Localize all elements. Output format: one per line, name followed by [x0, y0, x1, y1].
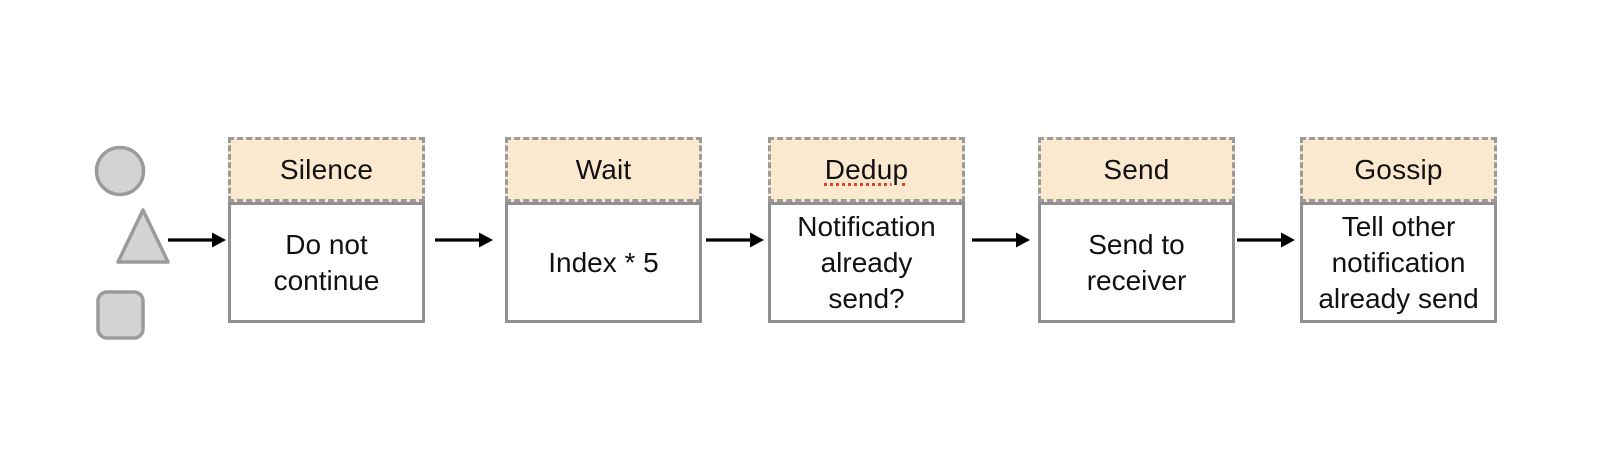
stage-title: Silence — [279, 153, 374, 185]
shape-legend — [94, 145, 170, 340]
stage-header: Dedup — [768, 137, 965, 202]
stage-description: Send to receiver — [1086, 228, 1187, 296]
stage-body: Do not continue — [228, 202, 425, 323]
stage-description: Do not continue — [273, 228, 380, 296]
stage-description: Index * 5 — [548, 246, 659, 278]
stage-title: Dedup — [824, 153, 909, 185]
stage-body: Tell other notification already send — [1300, 202, 1497, 323]
triangle-shape-icon — [116, 208, 170, 264]
stage-header: Wait — [505, 137, 702, 202]
circle-shape-icon — [94, 145, 146, 197]
stage-body: Notification already send? — [768, 202, 965, 323]
flow-arrow-icon — [972, 232, 1030, 248]
stage-body: Send to receiver — [1038, 202, 1235, 323]
stage-send: Send Send to receiver — [1038, 137, 1235, 323]
stage-body: Index * 5 — [505, 202, 702, 323]
stage-description: Notification already send? — [797, 210, 936, 314]
rounded-square-shape-icon — [96, 290, 145, 340]
stage-gossip: Gossip Tell other notification already s… — [1300, 137, 1497, 323]
stage-header: Send — [1038, 137, 1235, 202]
stage-wait: Wait Index * 5 — [505, 137, 702, 323]
stage-dedup: Dedup Notification already send? — [768, 137, 965, 323]
flow-arrow-icon — [168, 232, 226, 248]
stage-header: Gossip — [1300, 137, 1497, 202]
stage-silence: Silence Do not continue — [228, 137, 425, 323]
stage-header: Silence — [228, 137, 425, 202]
stage-title: Gossip — [1354, 153, 1443, 185]
stage-title: Wait — [575, 153, 632, 185]
flow-arrow-icon — [435, 232, 493, 248]
flow-arrow-icon — [1237, 232, 1295, 248]
flow-arrow-icon — [706, 232, 764, 248]
stage-title: Send — [1103, 153, 1170, 185]
stage-description: Tell other notification already send — [1318, 210, 1479, 314]
